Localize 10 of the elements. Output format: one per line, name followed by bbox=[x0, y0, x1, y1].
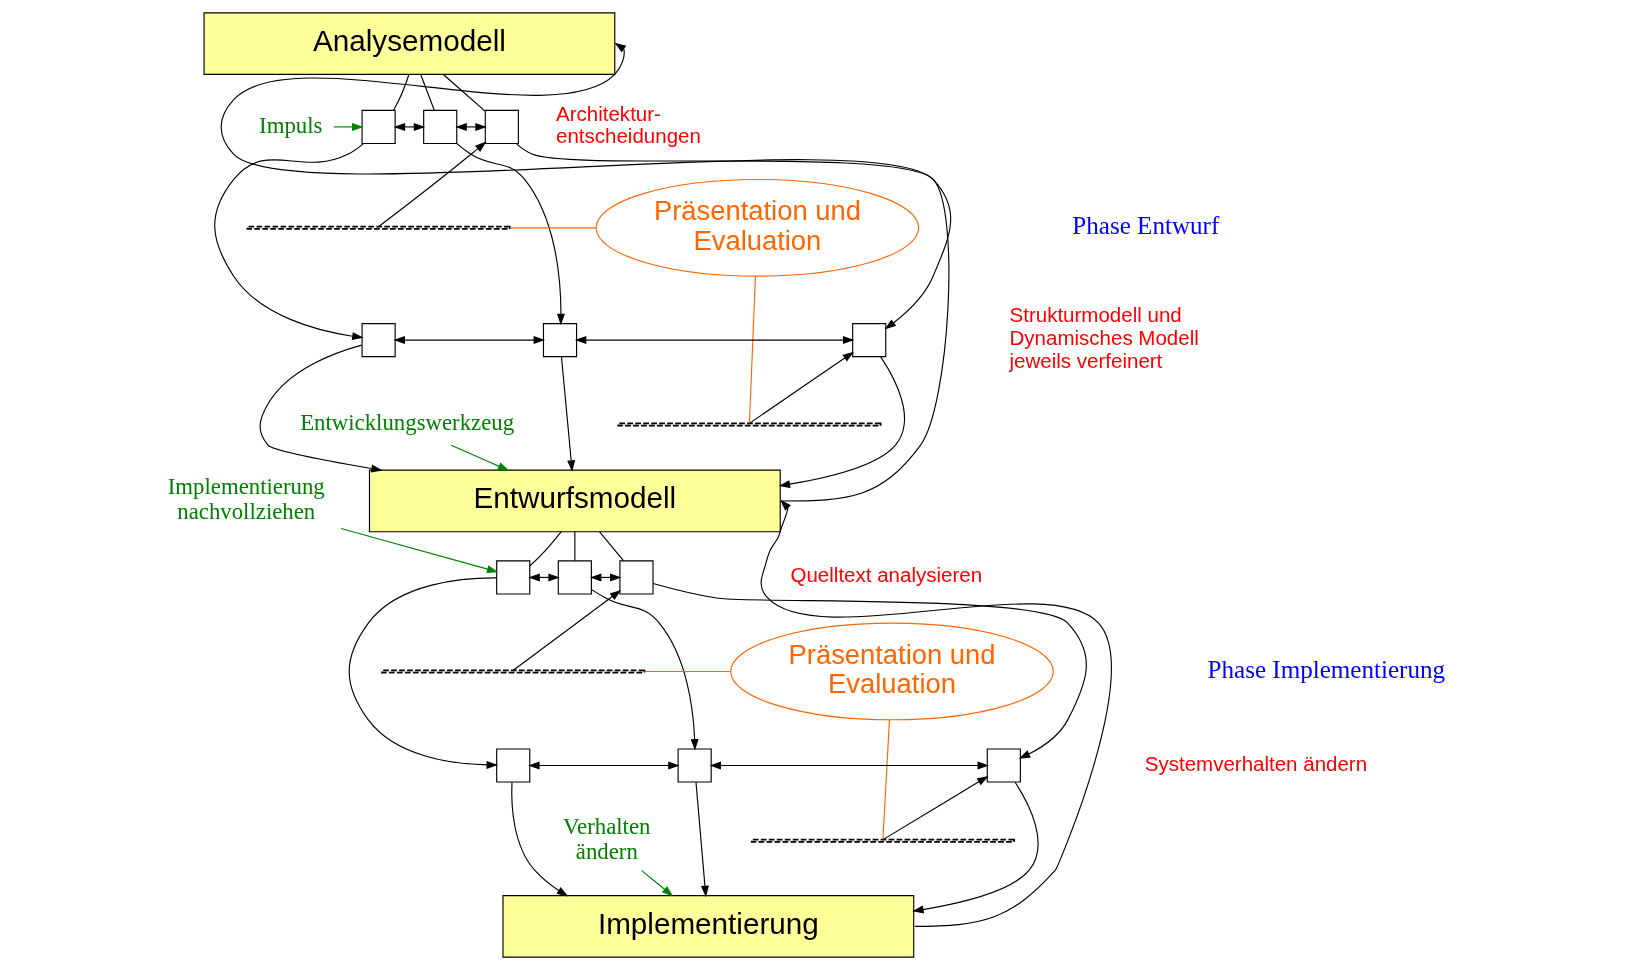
label: Strukturmodell und Dynamisches Modell jeweils verfeinert bbox=[1009, 303, 1199, 372]
node-text: Verhalten ändern bbox=[563, 813, 651, 865]
label: Systemverhalten ändern bbox=[1144, 751, 1368, 775]
node-text: Entwicklungswerkzeug bbox=[300, 410, 515, 436]
node-text: Implementierung nachvollziehen bbox=[167, 474, 325, 525]
node-text: Impuls bbox=[259, 112, 323, 138]
label: Architektur- entscheidungen bbox=[556, 101, 701, 148]
label: Phase Entwurf bbox=[1072, 212, 1220, 240]
label: Phase Implementierung bbox=[1207, 655, 1446, 683]
label: Quelltext analysieren bbox=[790, 563, 983, 587]
